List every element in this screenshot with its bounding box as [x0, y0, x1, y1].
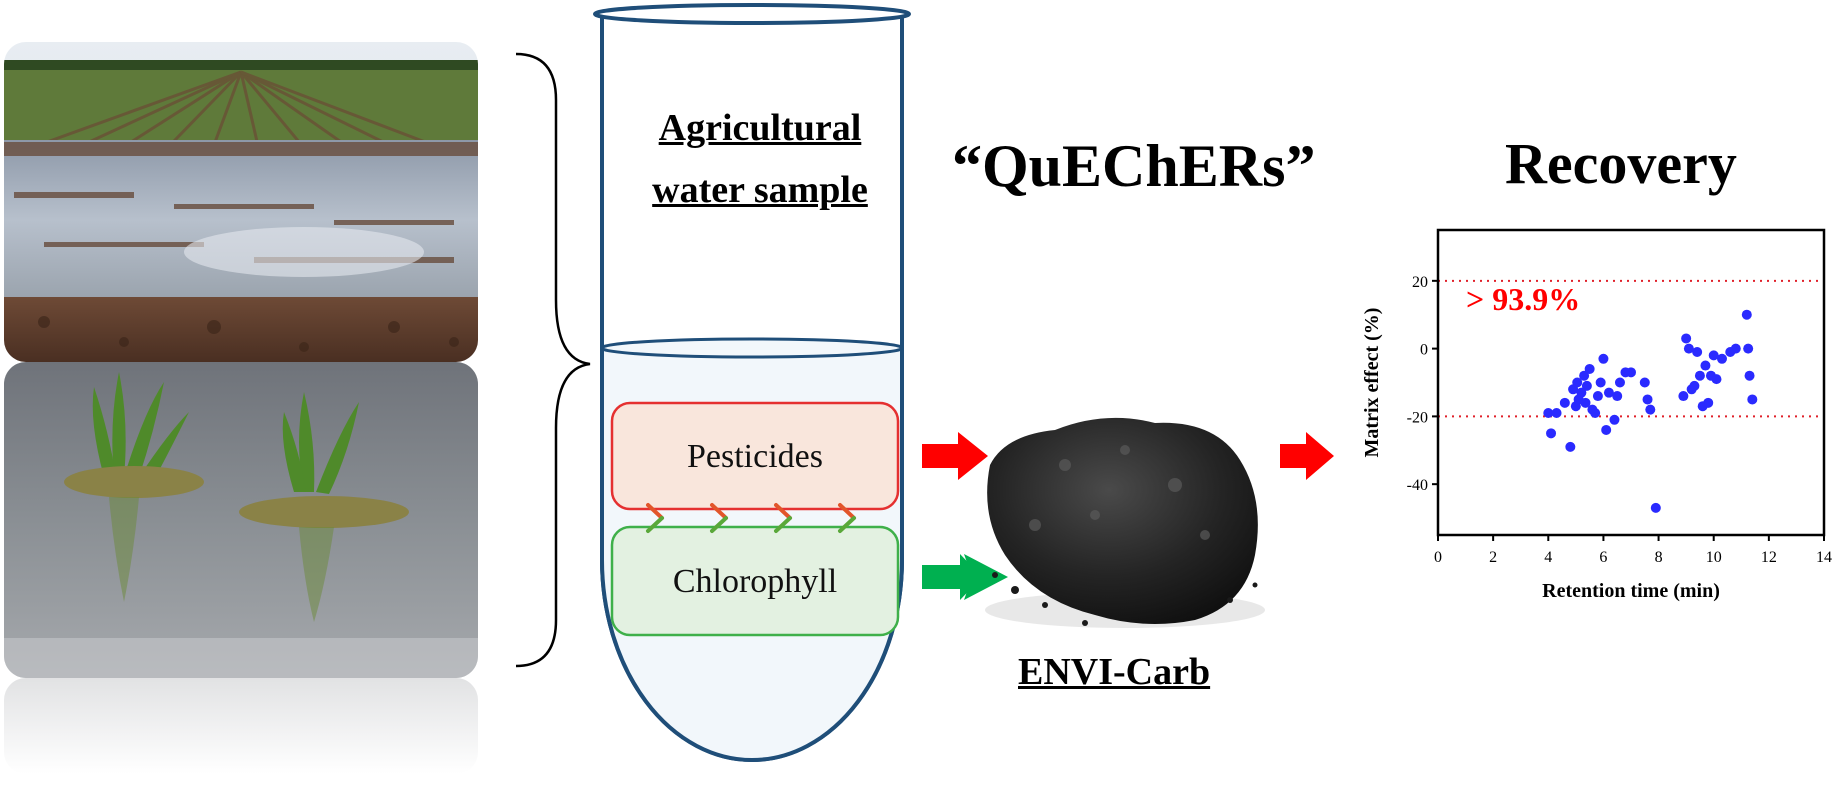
- data-point: [1603, 387, 1614, 398]
- x-tick-label: 4: [1544, 549, 1552, 566]
- rice-seedlings-image: [4, 362, 478, 678]
- test-tube: [593, 3, 911, 762]
- data-point: [1559, 397, 1570, 408]
- data-point: [1543, 408, 1554, 418]
- pesticides-label: Pesticides: [687, 438, 823, 475]
- method-title: “QuEChERs”: [952, 133, 1316, 199]
- x-tick-label: 2: [1489, 549, 1497, 566]
- x-tick-label: 10: [1706, 549, 1722, 566]
- x-axis-label: Retention time (min): [1542, 580, 1720, 602]
- recovery-title: Recovery: [1505, 131, 1737, 196]
- data-point: [1565, 441, 1576, 452]
- y-axis-label: Matrix effect (%): [1361, 308, 1383, 458]
- sample-label: Agricultural water sample: [600, 106, 920, 213]
- y-axis-ticks: -40 -20 0 20: [1407, 274, 1438, 494]
- data-point: [1703, 397, 1714, 408]
- red-arrow-icon-2: [1280, 432, 1334, 480]
- data-point: [1576, 387, 1587, 398]
- sample-label-line2: water sample: [652, 168, 868, 211]
- data-point: [1700, 360, 1711, 371]
- data-point: [1584, 363, 1595, 374]
- data-point: [1681, 333, 1692, 344]
- data-point: [1741, 309, 1752, 320]
- data-points: [1543, 309, 1758, 513]
- data-point: [1612, 391, 1623, 402]
- data-point: [1572, 377, 1583, 388]
- x-tick-label: 6: [1599, 549, 1607, 566]
- data-point: [1601, 424, 1612, 435]
- data-point: [1590, 408, 1601, 418]
- flooded-field-photo: [4, 42, 478, 362]
- data-point: [1744, 370, 1755, 381]
- interaction-chevrons: [646, 503, 856, 533]
- data-point: [1730, 343, 1741, 354]
- data-point: [1694, 370, 1705, 381]
- data-point: [1747, 394, 1758, 405]
- data-point: [1614, 377, 1625, 388]
- liquid-surface: [600, 337, 904, 359]
- x-tick-label: 12: [1761, 549, 1777, 566]
- x-tick-label: 14: [1816, 549, 1832, 566]
- chlorophyll-box: [610, 525, 900, 637]
- data-point: [1716, 353, 1727, 364]
- data-point: [1595, 377, 1606, 388]
- red-arrow-icon: [922, 432, 988, 480]
- data-point: [1626, 367, 1636, 378]
- y-tick-label: -20: [1407, 409, 1428, 426]
- data-point: [1546, 428, 1557, 439]
- data-point: [1592, 391, 1603, 402]
- data-point: [1639, 377, 1650, 388]
- chlorophyll-label: Chlorophyll: [672, 563, 838, 600]
- sorbent-label: ENVI-Carb: [1018, 651, 1211, 693]
- photo-reflection: [4, 678, 478, 774]
- threshold-lines: [1438, 279, 1824, 418]
- data-point: [1598, 353, 1609, 364]
- recovery-annotation: > 93.9%: [1466, 281, 1580, 317]
- y-tick-label: 20: [1412, 274, 1428, 291]
- data-point: [1642, 394, 1653, 405]
- data-point: [1678, 391, 1689, 402]
- plot-frame: [1436, 228, 1826, 537]
- data-point: [1692, 347, 1703, 357]
- data-point: [1579, 370, 1590, 381]
- pesticides-box: [610, 401, 900, 511]
- rice-seedlings-photo: [4, 362, 478, 678]
- green-double-arrow-icon: [922, 554, 1008, 600]
- curly-brace: [515, 52, 591, 668]
- y-tick-label: 0: [1420, 342, 1428, 359]
- sample-label-line1: Agricultural: [658, 107, 862, 149]
- y-tick-label: -40: [1407, 477, 1428, 494]
- x-tick-label: 0: [1434, 549, 1442, 566]
- data-point: [1711, 374, 1722, 385]
- x-axis-ticks: 0 2 4 6 8 10 12 14: [1434, 535, 1832, 566]
- data-point: [1708, 350, 1719, 361]
- carbon-powder-image: [985, 417, 1265, 628]
- data-point: [1645, 404, 1656, 415]
- data-point: [1581, 380, 1592, 391]
- matrix-effect-scatter-chart: 0 2 4 6 8 10 12 14 -40 -20 0 20 Retention time (mi…: [1361, 228, 1832, 602]
- data-point: [1683, 343, 1694, 354]
- data-point: [1650, 502, 1661, 513]
- data-point: [1551, 408, 1562, 418]
- x-tick-label: 8: [1655, 549, 1663, 566]
- data-point: [1743, 343, 1754, 354]
- data-point: [1609, 414, 1620, 425]
- data-point: [1689, 380, 1700, 391]
- flooded-field-image: [4, 42, 478, 362]
- data-point: [1580, 397, 1591, 408]
- tube-rim: [593, 3, 911, 25]
